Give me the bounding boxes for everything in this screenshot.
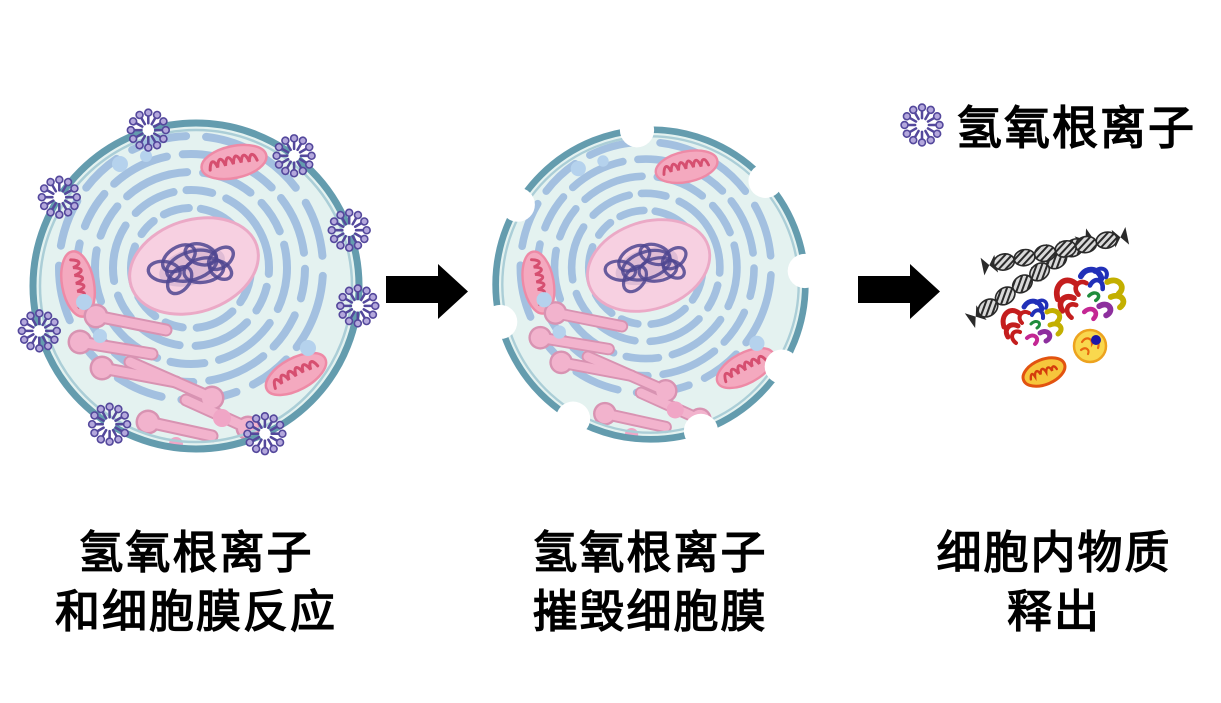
damaged-cell <box>483 112 822 448</box>
caption-step-3-line-2: 释出 <box>1006 587 1101 637</box>
protein-molecule <box>1003 300 1061 344</box>
released-contents <box>964 226 1130 388</box>
caption-step-1: 氢氧根离子 和细胞膜反应 <box>0 524 392 642</box>
membrane-gap <box>764 349 799 384</box>
membrane-gap <box>619 113 655 148</box>
caption-step-2-line-2: 摧毁细胞膜 <box>532 587 768 637</box>
membrane-gap <box>787 253 822 289</box>
membrane-gap <box>683 413 719 448</box>
caption-step-1-line-1: 氢氧根离子 <box>78 528 314 578</box>
caption-step-2-line-1: 氢氧根离子 <box>532 528 768 578</box>
caption-step-3: 细胞内物质 释出 <box>858 524 1221 642</box>
membrane-gap <box>500 187 535 222</box>
lysosome <box>1072 328 1108 364</box>
cell-membrane-inner <box>38 128 354 444</box>
arrow-icon <box>858 264 940 319</box>
caption-step-3-line-1: 细胞内物质 <box>936 528 1172 578</box>
membrane-gap <box>555 401 591 436</box>
membrane-gap <box>748 163 783 198</box>
caption-step-2: 氢氧根离子 摧毁细胞膜 <box>454 524 846 642</box>
arrow-icon <box>386 264 468 319</box>
protein-molecule <box>1057 269 1124 319</box>
legend: 氢氧根离子 <box>900 92 1196 158</box>
membrane-gap <box>483 304 518 340</box>
released-mitochondrion <box>1021 356 1067 388</box>
membrane-gaps <box>483 113 822 448</box>
hydroxyl-ion-icon <box>900 103 944 147</box>
legend-label: 氢氧根离子 <box>956 103 1196 154</box>
intact-cell <box>17 105 380 455</box>
caption-step-1-line-2: 和细胞膜反应 <box>54 587 337 637</box>
